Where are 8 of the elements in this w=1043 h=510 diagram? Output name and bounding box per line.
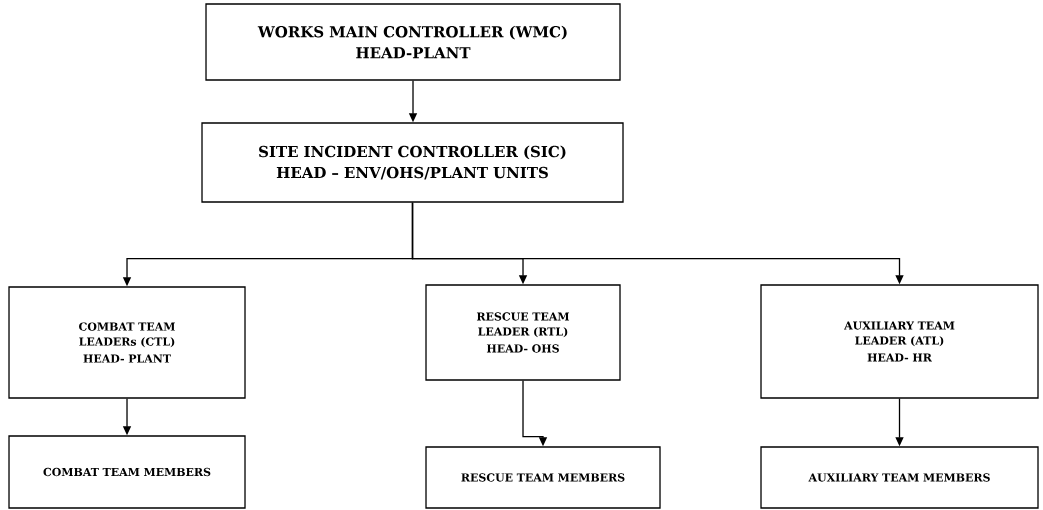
- org-box: RESCUE TEAM LEADER (RTL) HEAD- OHS: [425, 284, 621, 381]
- org-box: SITE INCIDENT CONTROLLER (SIC) HEAD – ENV/OHS/PLANT UNITS: [201, 122, 624, 203]
- org-box: COMBAT TEAM LEADERs (CTL) HEAD- PLANT: [8, 286, 246, 399]
- org-box: RESCUE TEAM MEMBERS: [425, 446, 661, 509]
- org-box: AUXILIARY TEAM LEADER (ATL) HEAD- HR: [760, 284, 1039, 399]
- org-box: AUXILIARY TEAM MEMBERS: [760, 446, 1039, 509]
- org-box: COMBAT TEAM MEMBERS: [8, 435, 246, 509]
- org-box: WORKS MAIN CONTROLLER (WMC) HEAD-PLANT: [205, 3, 621, 81]
